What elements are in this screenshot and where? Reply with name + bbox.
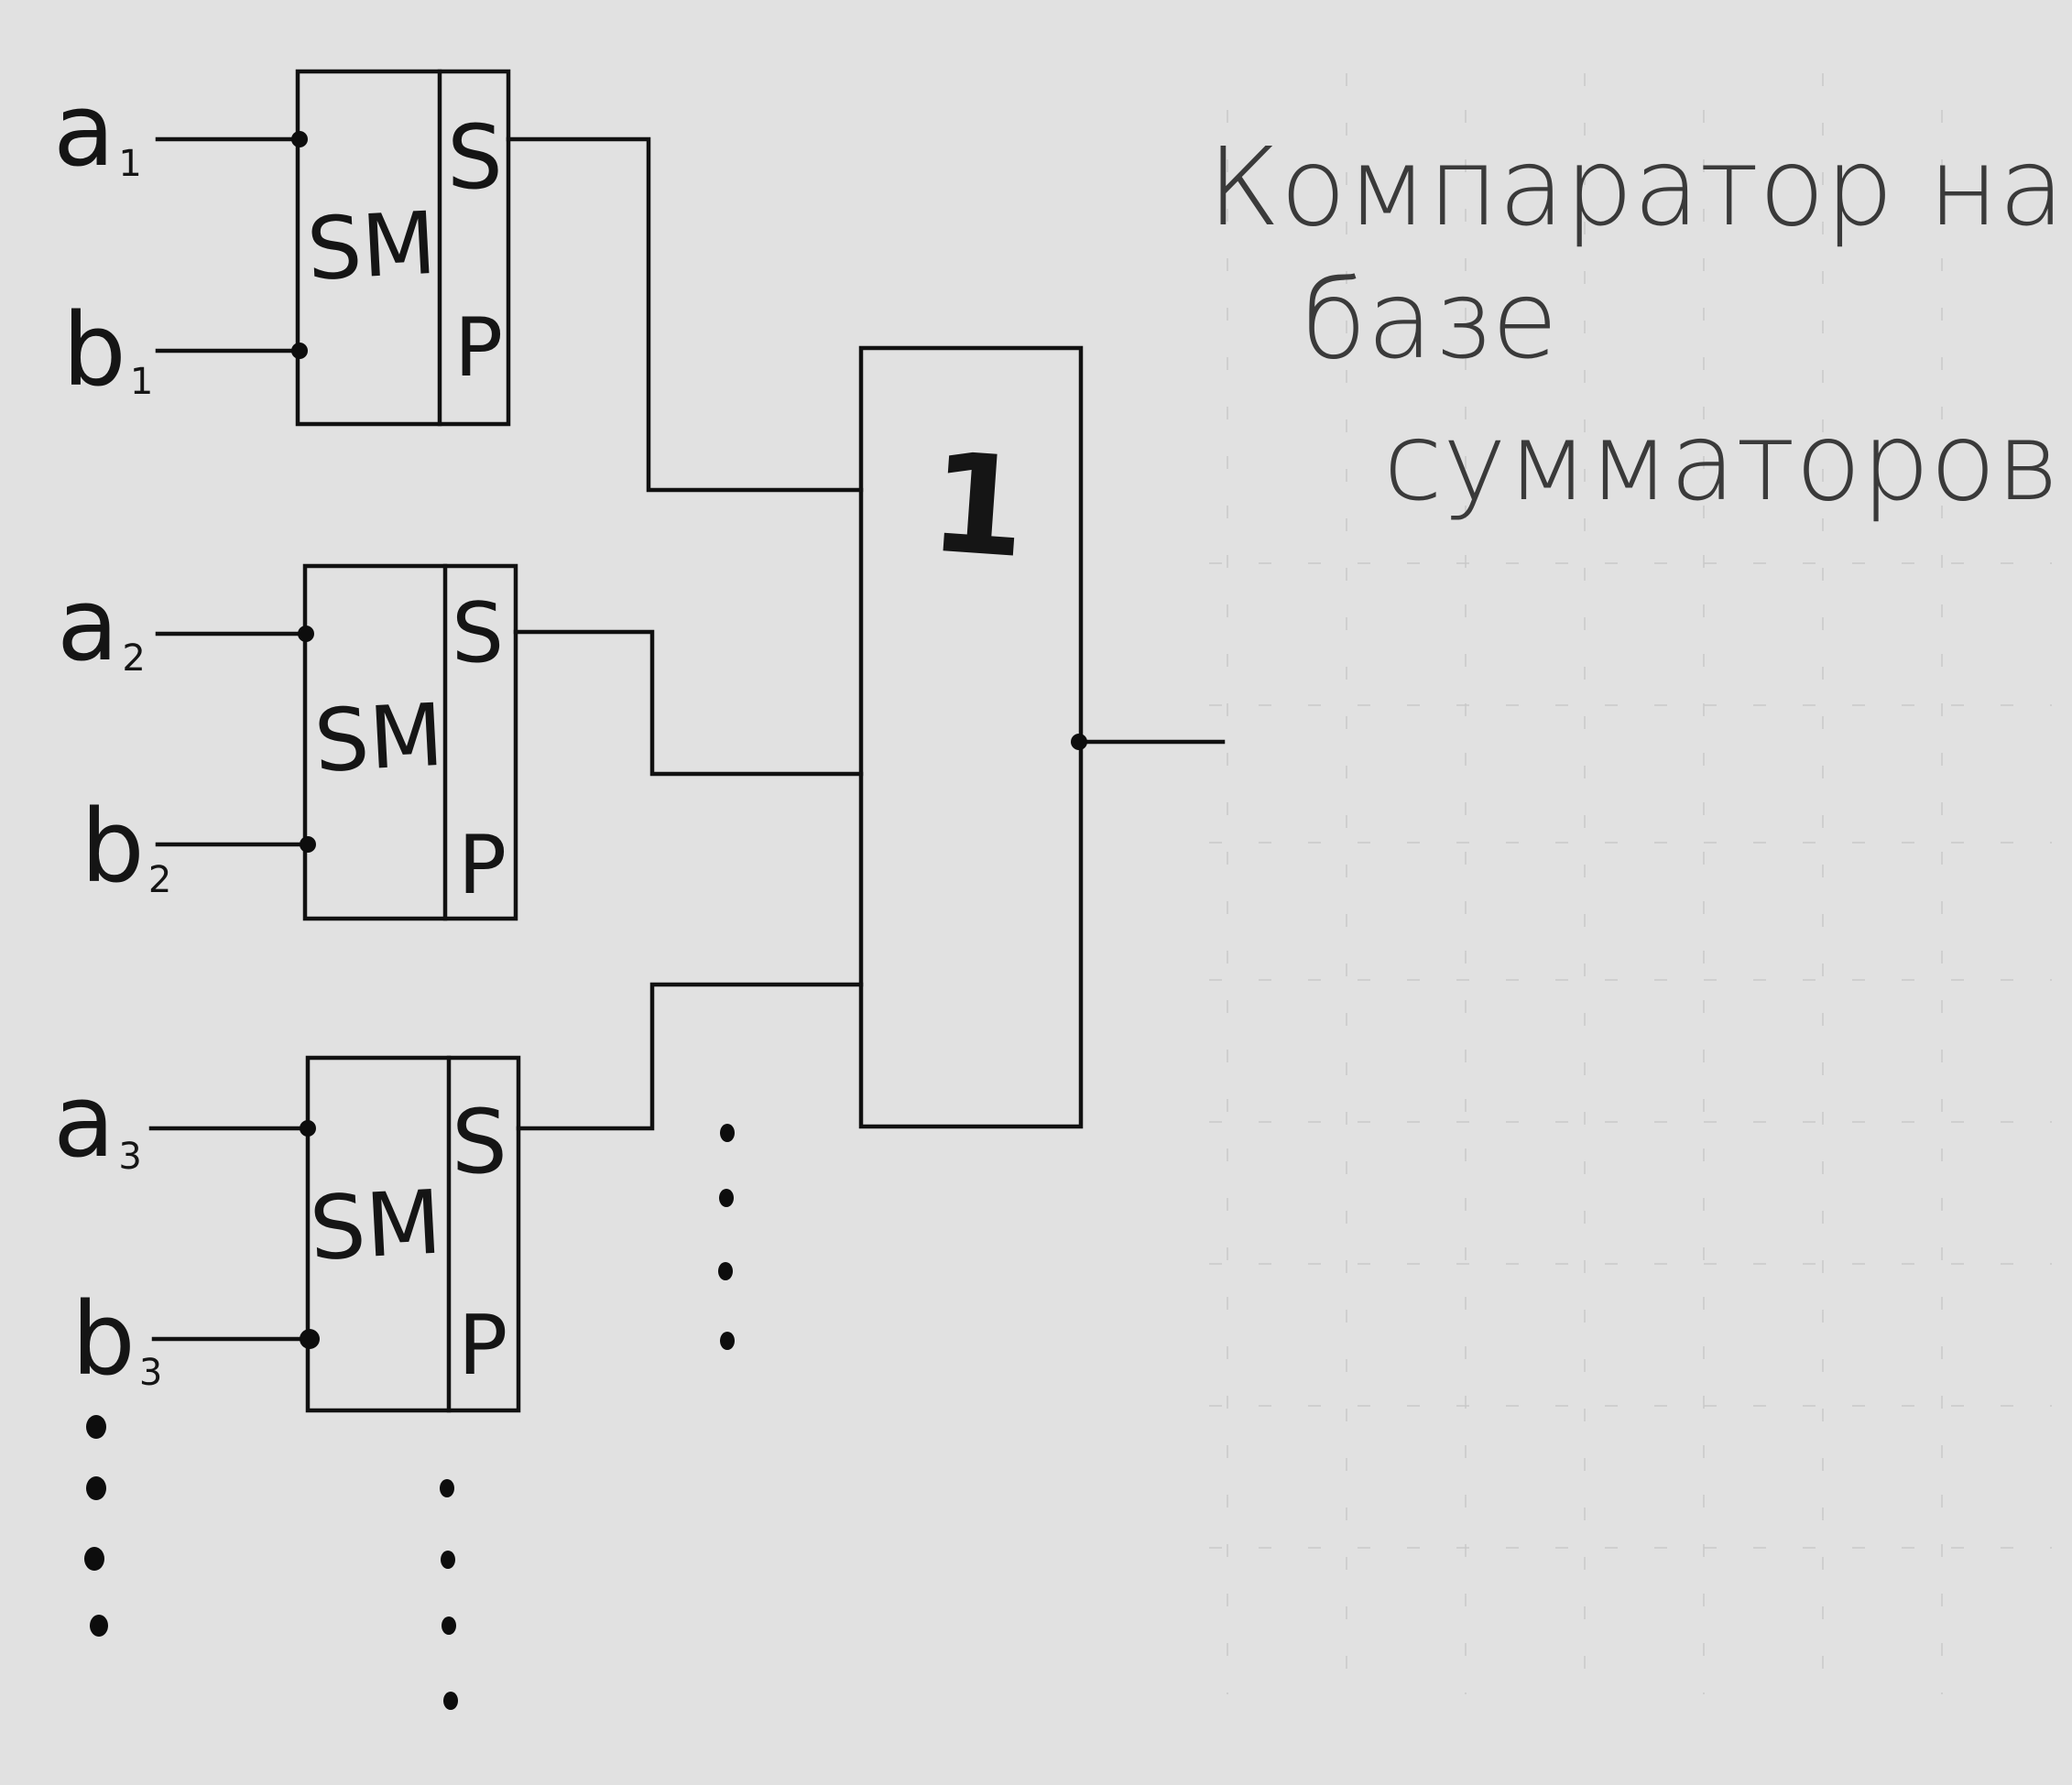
paper-grid (1209, 73, 2052, 1694)
title-line-2: базе (1301, 256, 1558, 383)
diagram-title: Компаратор на базе сумматоров (1207, 124, 2065, 525)
connection-wires (506, 136, 864, 1131)
adder-1-sum-label: S (447, 106, 503, 209)
adder-2-carry-label: P (458, 818, 507, 912)
title-line-3: сумматоров (1383, 398, 2059, 525)
ellipsis-adders (440, 1479, 458, 1710)
wire-s3-to-or (516, 982, 864, 1131)
output-node (1071, 734, 1087, 750)
title-line-1: Компаратор на (1207, 124, 2065, 250)
adder-2-sum-label: S (452, 585, 504, 681)
adder-1-box (295, 69, 511, 427)
adder-3-block-label: SM (307, 1171, 443, 1280)
adder-3-box (305, 1055, 521, 1413)
adder-3-sum-label: S (452, 1091, 507, 1193)
ellipsis-or-inputs (718, 1124, 735, 1350)
adder-3-input-b-node (300, 1329, 320, 1349)
adder-1-carry-label: P (454, 300, 503, 395)
adder-1-input-b-node (291, 343, 308, 359)
adder-3-carry-label: P (458, 1298, 507, 1394)
or-gate: 1 (858, 345, 1226, 1129)
wire-s2-to-or (513, 629, 864, 777)
adder-2-input-a-node (298, 626, 314, 642)
adder-1-block-label: SM (304, 194, 438, 300)
wire-s1-to-or (506, 136, 864, 493)
ellipsis-inputs (84, 1415, 108, 1637)
or-gate-label: 1 (924, 423, 1031, 589)
adder-2-input-b-node (300, 836, 316, 853)
adder-1-input-a-node (291, 131, 308, 147)
adder-2-box (302, 563, 518, 921)
adder-3-input-a-node (300, 1120, 316, 1137)
adder-2-block-label: SM (311, 686, 445, 792)
